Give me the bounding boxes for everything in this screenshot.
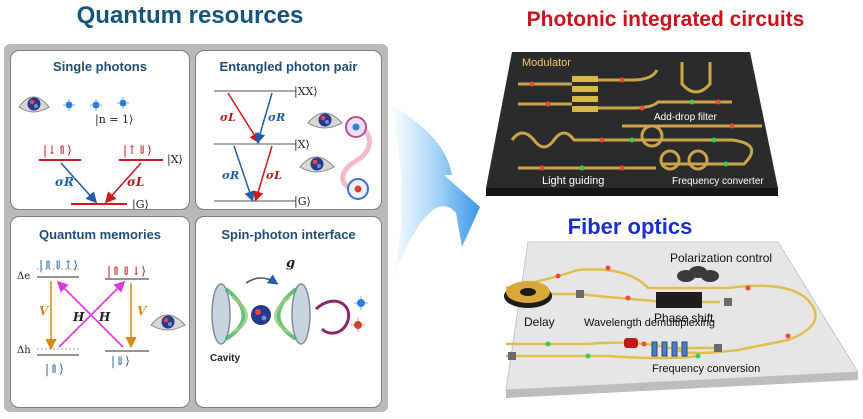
entangled-pair-diagram: |XX⟩ |X⟩ |G⟩ σL σR σR σL — [214, 85, 372, 209]
wavelength-demultiplexing-label: Wavelength demultiplexing — [584, 317, 715, 329]
sigma-r-label-top: σR — [268, 111, 285, 124]
quantum-dot-eye-icon — [299, 156, 335, 173]
add-drop-filter-label: Add-drop filter — [654, 112, 717, 123]
transfer-arrow-icon — [390, 105, 480, 285]
x-sigma-l-transition — [253, 145, 273, 202]
quantum-memories-diagram: |⇑⇓↑⟩ |⇑⇓↓⟩ |⇑⟩ |⇓⟩ Δe Δh V V H H — [17, 258, 186, 376]
sigma-r-transition — [60, 162, 98, 204]
spin-photon-interface-panel: Spin-photon interface g Cavity — [195, 216, 382, 408]
sigma-l-transition — [104, 162, 142, 204]
single-photons-panel: Single photons |n = 1⟩ |↓⇑⟩ |↑⇓⟩ |X⟩ |G⟩ — [10, 50, 190, 210]
sigma-r-label-bottom: σR — [222, 169, 239, 182]
fiber-optics-heading: Fiber optics — [567, 214, 693, 239]
spin-photon-diagram: g Cavity — [210, 256, 368, 364]
sigma-r-label: σR — [55, 175, 74, 189]
single-photon-icon — [90, 99, 102, 111]
fiber-optics-illustration: Polarization control Phase shift Delay W… — [504, 241, 858, 398]
level-x-label: |X⟩ — [167, 153, 183, 167]
level-bottom-right-label: |⇓⟩ — [111, 354, 130, 368]
fiber-board — [505, 241, 858, 391]
light-dots — [529, 77, 735, 171]
level-down-up-label: |↓⇑⟩ — [43, 143, 72, 157]
modulator-electrodes — [572, 76, 598, 112]
level-xx-label: |XX⟩ — [294, 85, 318, 99]
delta-e-label: Δe — [17, 271, 30, 282]
v-label-left: V — [39, 304, 50, 318]
quantum-memories-panel: Quantum memories |⇑⇓↑⟩ |⇑⇓↓⟩ |⇑⟩ |⇓⟩ Δe … — [10, 216, 190, 408]
v-label-right: V — [137, 304, 148, 318]
fiber-connector-icon — [508, 290, 732, 360]
light-guiding-label: Light guiding — [542, 175, 604, 187]
photon-red-icon — [351, 318, 365, 332]
frequency-conversion-label: Frequency conversion — [652, 363, 760, 375]
delta-h-label: Δh — [17, 345, 31, 356]
delay-label: Delay — [524, 315, 555, 329]
h-label-left: H — [72, 310, 85, 324]
sigma-l-label: σL — [127, 175, 144, 189]
photonic-chip-illustration: Modulator Add-drop filter Light guiding … — [486, 52, 778, 196]
entangled-photons-icon — [340, 116, 372, 200]
h-label-right: H — [98, 310, 111, 324]
demultiplexer-icon — [624, 338, 638, 348]
delay-spool-icon — [504, 281, 552, 308]
quantum-resources-heading: Quantum resources — [76, 2, 304, 29]
phase-shifter-icon — [656, 292, 702, 308]
sigma-l-label-bottom: σL — [266, 169, 282, 182]
entangled-photon-pair-panel: Entangled photon pair |XX⟩ |X⟩ |G⟩ σL σR… — [195, 50, 382, 210]
level-g-label: |G⟩ — [294, 195, 311, 209]
quantum-dot-eye-icon — [307, 112, 343, 129]
single-photons-title: Single photons — [53, 59, 147, 74]
fiber-light-dots — [545, 265, 791, 359]
level-g-label: |G⟩ — [132, 198, 149, 209]
frequency-converter-label: Frequency converter — [672, 176, 764, 187]
cavity-label: Cavity — [210, 353, 240, 364]
cavity-icon — [211, 274, 311, 345]
state-n1-label: |n = 1⟩ — [95, 113, 133, 127]
frequency-conversion-icon — [651, 341, 688, 357]
spin-photon-interface-title: Spin-photon interface — [221, 227, 356, 242]
quantum-memories-title: Quantum memories — [38, 227, 162, 242]
level-bottom-left-label: |⇑⟩ — [45, 362, 64, 376]
photon-blue-icon — [354, 296, 368, 310]
quantum-dot-eye-icon — [150, 314, 186, 331]
xx-sigma-r-transition — [255, 92, 273, 144]
sigma-l-label-top: σL — [220, 111, 236, 124]
quantum-dot-eye-icon — [18, 96, 50, 113]
phase-shift-label: Phase shift — [654, 311, 714, 325]
level-top-right-label: |⇑⇓↓⟩ — [107, 264, 146, 278]
xx-sigma-l-transition — [227, 92, 260, 144]
x-sigma-r-transition — [233, 145, 255, 202]
single-photons-diagram: |n = 1⟩ |↓⇑⟩ |↑⇓⟩ |X⟩ |G⟩ σR σL — [18, 96, 183, 209]
coupling-g-label: g — [286, 256, 295, 271]
level-top-left-label: |⇑⇓↑⟩ — [39, 258, 78, 272]
single-photon-icon — [117, 97, 129, 109]
photonic-integrated-circuits-heading: Photonic integrated circuits — [526, 8, 805, 31]
h-transition-down — [56, 280, 124, 348]
polarization-controller-icon — [677, 266, 719, 282]
level-x-label: |X⟩ — [294, 138, 310, 152]
modulator-label: Modulator — [522, 57, 571, 69]
single-photon-icon — [63, 99, 75, 111]
level-up-down-label: |↑⇓⟩ — [123, 143, 152, 157]
emission-arrow — [314, 299, 351, 335]
entangled-photon-pair-title: Entangled photon pair — [219, 59, 358, 74]
polarization-control-label: Polarization control — [670, 251, 772, 265]
